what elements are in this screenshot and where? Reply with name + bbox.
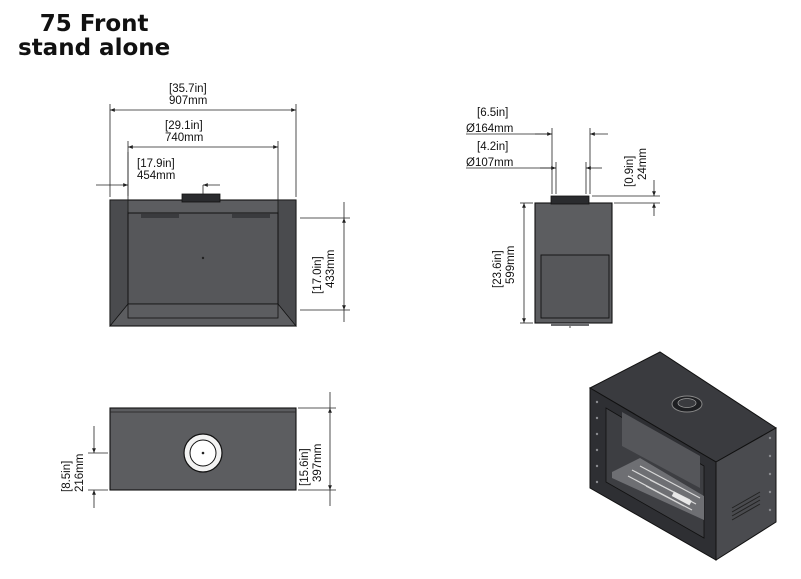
side-flue-collar bbox=[550, 195, 590, 205]
top-flue-center bbox=[201, 451, 205, 455]
front-right-bevel bbox=[277, 199, 297, 328]
front-left-vent-slot bbox=[141, 214, 179, 218]
overall-width-mm: 907mm bbox=[169, 95, 207, 107]
glass-width-mm: 740mm bbox=[165, 132, 203, 144]
overall-depth-mm: 397mm bbox=[312, 444, 324, 482]
front-base-trim bbox=[127, 303, 279, 319]
iso-right-rivets bbox=[768, 436, 772, 512]
overall-width-in: [35.7in] bbox=[169, 83, 207, 95]
product-title: 75 Front stand alone bbox=[18, 12, 170, 60]
product-title-line2: stand alone bbox=[18, 35, 171, 61]
flue-offset-depth-in: [8.5in] bbox=[61, 461, 73, 492]
product-title-line1: 75 Front bbox=[39, 11, 149, 37]
overall-height-mm: 599mm bbox=[505, 246, 517, 284]
iso-flue-opening bbox=[677, 398, 697, 408]
front-flue-collar bbox=[181, 193, 221, 203]
inner-flue-diameter-in: [4.2in] bbox=[477, 141, 508, 153]
inner-flue-diameter-mm: Ø107mm bbox=[466, 157, 513, 169]
outer-flue-diameter-mm: Ø164mm bbox=[466, 123, 513, 135]
outer-flue-diameter-in: [6.5in] bbox=[477, 107, 508, 119]
top-view: [8.5in] 216mm [15.6in] 397mm bbox=[61, 392, 336, 508]
collar-height-in: [0.9in] bbox=[624, 156, 636, 187]
flue-offset-mm: 454mm bbox=[137, 170, 175, 182]
front-left-bevel bbox=[109, 199, 129, 328]
side-foot bbox=[551, 323, 589, 326]
front-center-mark bbox=[201, 256, 205, 260]
iso-log-piece bbox=[671, 491, 692, 506]
iso-side-vents bbox=[731, 491, 761, 521]
overall-depth-in: [15.6in] bbox=[299, 448, 311, 486]
flue-offset-depth-mm: 216mm bbox=[74, 454, 86, 492]
overall-height-in: [23.6in] bbox=[492, 250, 504, 288]
collar-height-mm: 24mm bbox=[637, 148, 649, 180]
iso-interior-back bbox=[622, 412, 700, 488]
iso-left-rivets bbox=[595, 400, 599, 484]
flue-offset-in: [17.9in] bbox=[137, 158, 175, 170]
glass-height-in: [17.0in] bbox=[312, 256, 324, 294]
isometric-view bbox=[588, 351, 777, 561]
side-view: [6.5in] Ø164mm [4.2in] Ø107mm [0.9in] 24… bbox=[466, 107, 660, 328]
side-lower-panel bbox=[540, 254, 610, 319]
glass-height-mm: 433mm bbox=[325, 250, 337, 288]
front-right-vent-slot bbox=[232, 214, 270, 218]
glass-width-in: [29.1in] bbox=[165, 120, 203, 132]
front-view: [35.7in] 907mm [29.1in] 740mm [17.9in] 4… bbox=[96, 83, 350, 328]
